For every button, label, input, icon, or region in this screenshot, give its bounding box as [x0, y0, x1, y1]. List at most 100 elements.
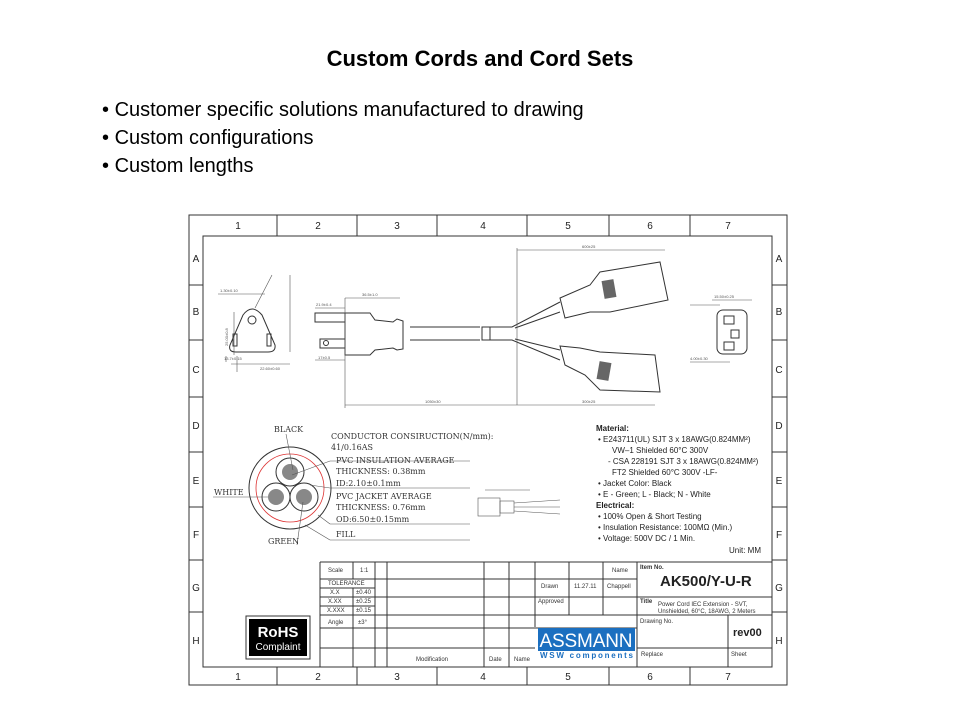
tolerance-key: Angle	[328, 620, 344, 626]
electrical-heading: Electrical:	[596, 501, 634, 510]
spec-line: - CSA 228191 SJT 3 x 18AWG(0.824MM²)	[608, 457, 759, 466]
row-label: E	[776, 476, 783, 487]
dimension-label: 1050±30	[425, 399, 441, 404]
scale-label: Scale	[328, 568, 344, 574]
spec-line: • Insulation Resistance: 100MΩ (Min.)	[598, 523, 733, 532]
column-label: 2	[315, 672, 321, 683]
date-label: Date	[489, 657, 502, 663]
dimension-label: 36.5±1.0	[362, 292, 378, 297]
column-label: 1	[235, 221, 241, 232]
tolerance-key: X.XX	[328, 599, 342, 605]
row-label: F	[776, 530, 782, 541]
cable-cross-section: BLACK WHITE GREEN CONDUCTOR CONSIRUCTION…	[213, 425, 493, 546]
name-label: Name	[514, 657, 531, 663]
revision: rev00	[733, 627, 762, 639]
row-label: A	[776, 254, 783, 265]
dimension-label: 21.9±0.4	[316, 302, 332, 307]
cord-end-sketch	[477, 489, 561, 517]
callout: THICKNESS: 0.38mm	[336, 467, 426, 476]
approved-label: Approved	[538, 599, 564, 605]
dimension-label: 25.00±0.8	[224, 327, 229, 346]
spec-line: • E - Green; L - Black; N - White	[598, 490, 711, 499]
row-label: D	[192, 421, 199, 432]
slide-title: Custom Cords and Cord Sets	[326, 46, 634, 71]
dimension-label: 300±25	[582, 399, 596, 404]
tolerance-label: TOLERANCE	[328, 581, 365, 587]
logo-subtext: WSW components	[540, 651, 634, 660]
tolerance-value: ±0.25	[356, 599, 372, 605]
dimension-label: 13.7±0.15	[224, 356, 243, 361]
drawing-no-label: Drawing No.	[640, 619, 673, 625]
spec-line: • E243711(UL) SJT 3 x 18AWG(0.824MM²)	[598, 435, 751, 444]
row-label: E	[193, 476, 200, 487]
column-label: 6	[647, 221, 653, 232]
callout: FILL	[336, 530, 356, 539]
dimension-label: 1.30±0.10	[220, 288, 239, 293]
material-heading: Material:	[596, 424, 629, 433]
callout: 41/0.16AS	[331, 443, 373, 452]
callout: PVC INSULATION AVERAGE	[336, 456, 455, 465]
row-label: H	[775, 636, 782, 647]
dimension-label: 17±0.5	[318, 355, 331, 360]
rohs-text: RoHS	[258, 624, 299, 641]
callout: ID:2.10±0.1mm	[336, 479, 401, 488]
rohs-badge: RoHS Complaint	[245, 615, 311, 660]
column-label: 7	[725, 221, 731, 232]
cord-assembly-drawing: 36.5±1.0 21.9±0.4 17±0.5 1050±30 600±25 …	[314, 244, 669, 408]
row-label: C	[192, 365, 199, 376]
row-label: G	[192, 583, 200, 594]
row-label: H	[192, 636, 199, 647]
item-no-label: Item No.	[640, 565, 664, 571]
drawn-label: Drawn	[541, 584, 558, 590]
column-label: 4	[480, 672, 486, 683]
wire-label-black: BLACK	[274, 425, 304, 434]
tolerance-value: ±0.40	[356, 590, 372, 596]
callout: OD:6.50±0.15mm	[336, 515, 410, 524]
bullet-item: Custom lengths	[102, 152, 584, 180]
row-label: G	[775, 583, 783, 594]
tolerance-value: ±0.15	[356, 608, 372, 614]
column-label: 1	[235, 672, 241, 683]
column-label: 3	[394, 221, 400, 232]
dimension-label: 600±25	[582, 244, 596, 249]
spec-line: FT2 Shielded 60°C 300V -LF-	[612, 468, 718, 477]
callout: PVC JACKET AVERAGE	[336, 492, 432, 501]
bullet-item: Customer specific solutions manufactured…	[102, 96, 584, 124]
dimension-label: 4.00±0.30	[690, 356, 709, 361]
title-block: Scale 1:1 TOLERANCE X.X ±0.40 X.XX ±0.25…	[245, 561, 772, 667]
sheet-label: Sheet	[731, 652, 747, 658]
assmann-logo: ASSMANN WSW components	[538, 628, 635, 660]
replace-label: Replace	[641, 652, 664, 658]
row-label: A	[193, 254, 200, 265]
spec-line: • Jacket Color: Black	[598, 479, 672, 488]
row-label: B	[776, 307, 783, 318]
drawing-frame: 1 2 3 4 5 6 7 1 2 3 4 5 6 7 A B C D E F …	[188, 214, 788, 686]
dimension-label: 15.50±0.25	[714, 294, 735, 299]
title-label: Title	[640, 599, 653, 605]
unit-label: Unit: MM	[729, 546, 761, 555]
tolerance-key: X.XXX	[327, 608, 345, 614]
modification-label: Modification	[416, 657, 448, 663]
title-text: Power Cord IEC Extension - SVT,	[658, 602, 748, 608]
specifications: Material: • E243711(UL) SJT 3 x 18AWG(0.…	[596, 424, 761, 555]
wire-label-white: WHITE	[214, 488, 244, 497]
drawn-name: Chappell	[607, 584, 631, 590]
dimension-label: 22.60±0.60	[260, 366, 281, 371]
drawn-date: 11.27.11	[574, 584, 597, 590]
spec-line: • Voltage: 500V DC / 1 Min.	[598, 534, 695, 543]
item-number: AK500/Y-U-R	[660, 573, 752, 590]
column-label: 6	[647, 672, 653, 683]
name-header: Name	[612, 568, 629, 574]
tolerance-value: ±3°	[358, 620, 368, 626]
rohs-subtext: Complaint	[255, 642, 300, 653]
spec-line: • 100% Open & Short Testing	[598, 512, 702, 521]
tolerance-key: X.X	[330, 590, 340, 596]
row-label: B	[193, 307, 200, 318]
bullet-list: Customer specific solutions manufactured…	[102, 96, 584, 180]
column-label: 3	[394, 672, 400, 683]
logo-text: ASSMANN	[540, 631, 633, 652]
title-text: Unshielded, 60°C, 18AWG, 2 Meters	[658, 609, 756, 615]
column-label: 5	[565, 221, 571, 232]
bullet-item: Custom configurations	[102, 124, 584, 152]
